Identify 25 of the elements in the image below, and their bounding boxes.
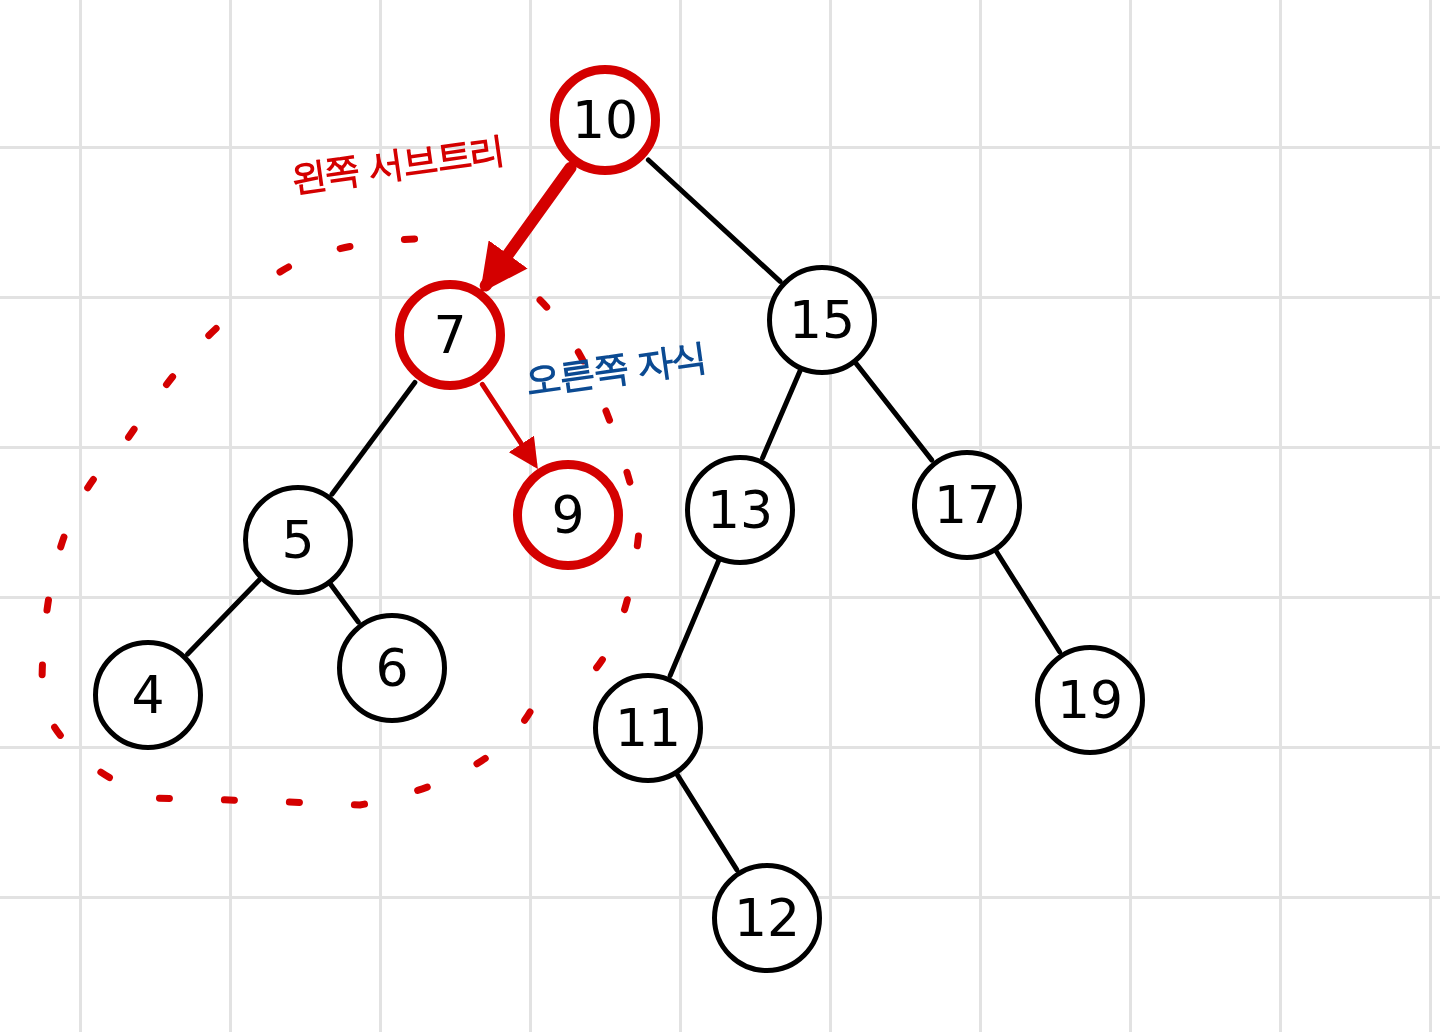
node-value: 7 xyxy=(433,305,467,365)
node-value: 17 xyxy=(933,475,1001,535)
node-value: 5 xyxy=(281,510,315,570)
tree-edge xyxy=(185,577,263,657)
node-value: 9 xyxy=(551,485,585,545)
node-value: 12 xyxy=(733,888,801,948)
node-value: 15 xyxy=(788,290,856,350)
tree-edge xyxy=(667,558,722,678)
node-value: 10 xyxy=(571,90,639,150)
node-value: 4 xyxy=(131,665,165,725)
tree-edge xyxy=(993,549,1063,655)
tree-edge xyxy=(760,368,803,461)
node-value: 13 xyxy=(706,480,774,540)
tree-edge xyxy=(329,379,418,497)
annotation-text: 오른쪽 자식 xyxy=(522,334,709,404)
node-value: 19 xyxy=(1056,670,1124,730)
arrow xyxy=(479,381,538,469)
node-value: 6 xyxy=(375,638,409,698)
tree-edge xyxy=(645,157,783,284)
annotation-text: 왼쪽 서브트리 xyxy=(287,127,507,201)
tree-edge xyxy=(328,581,361,625)
tree-edge xyxy=(674,772,740,873)
tree-edge xyxy=(853,360,935,463)
arrow xyxy=(479,161,577,294)
node-value: 11 xyxy=(614,698,682,758)
